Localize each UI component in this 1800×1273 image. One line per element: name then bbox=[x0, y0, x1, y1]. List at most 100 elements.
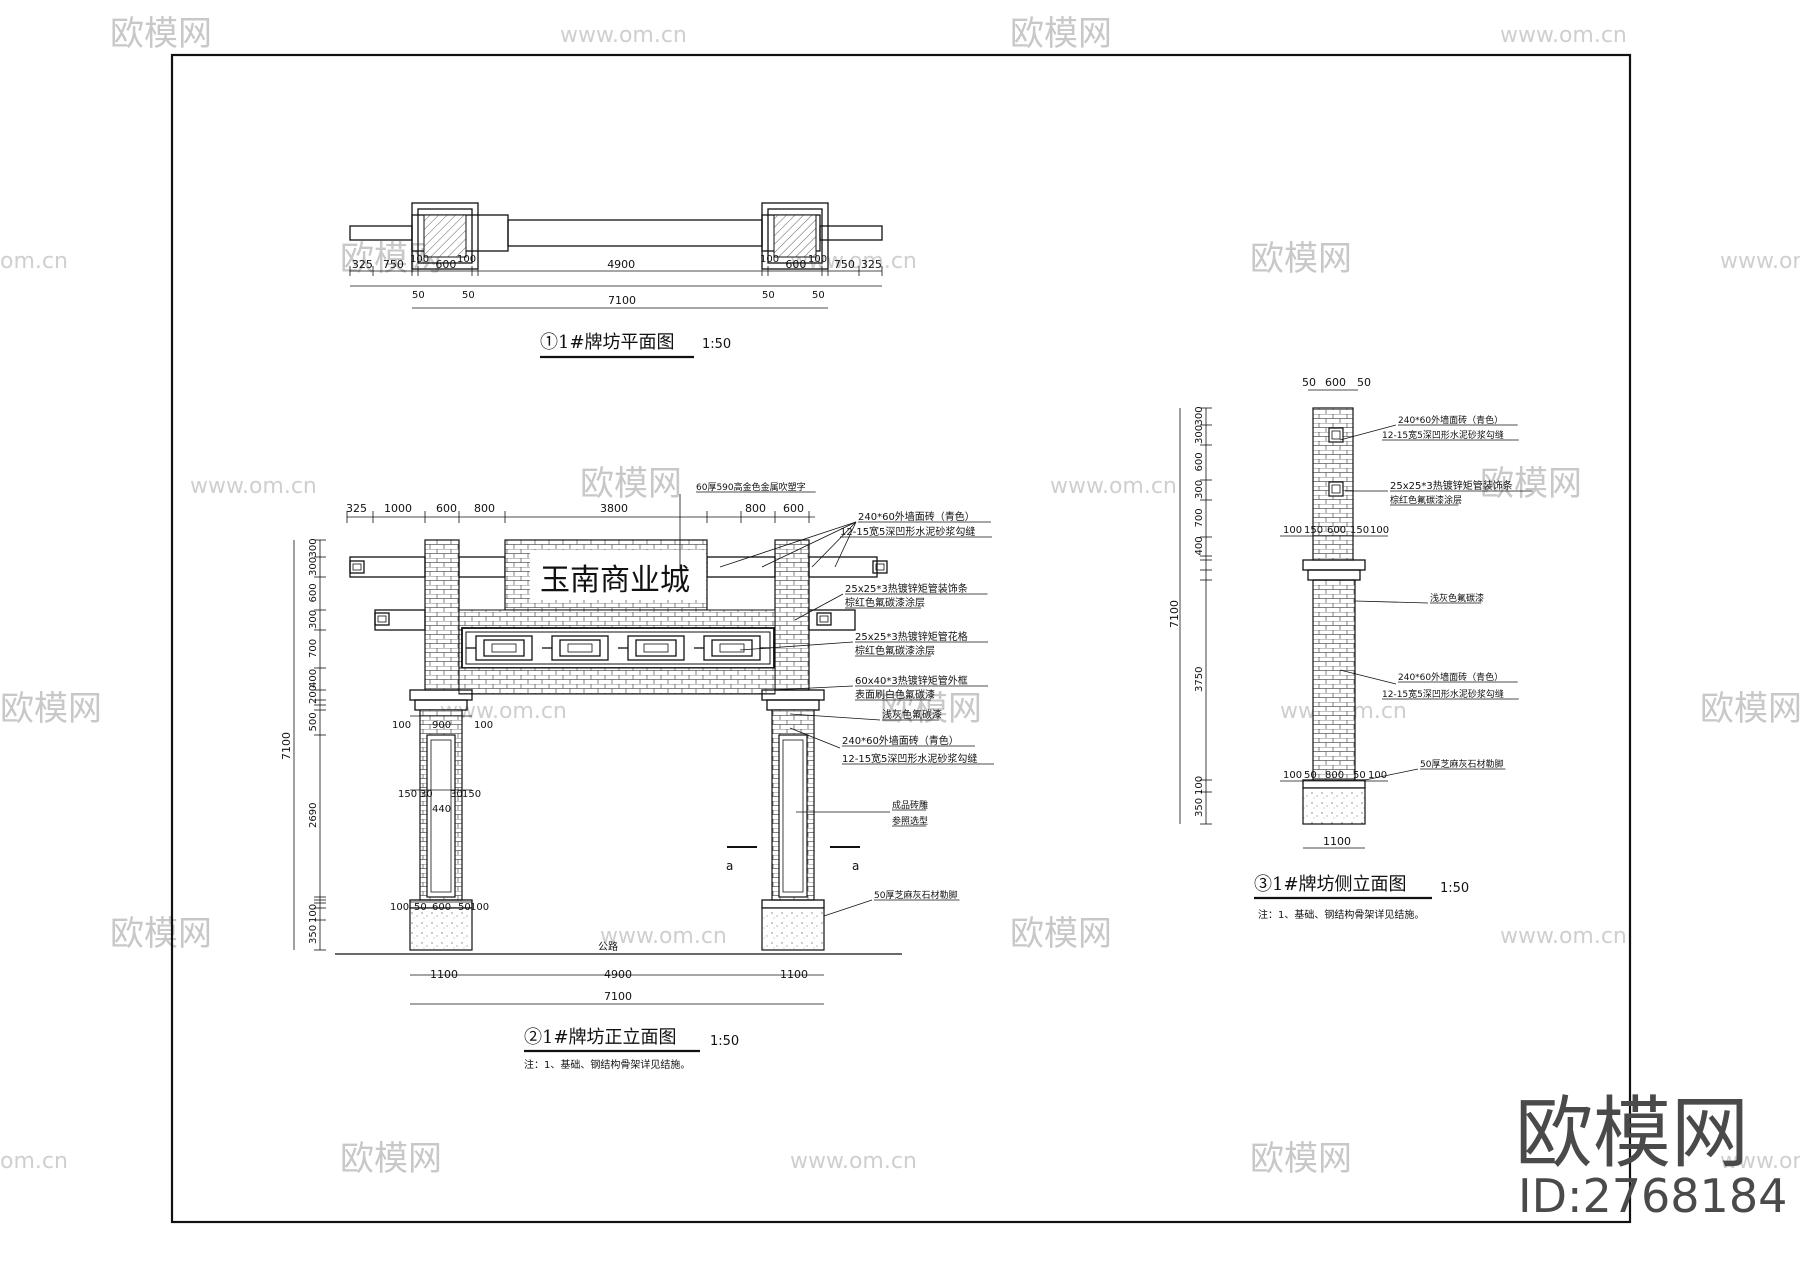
watermark-url: www.om.cn bbox=[1500, 23, 1627, 48]
side-scale: 1:50 bbox=[1440, 881, 1469, 896]
dim-label: 2690 bbox=[308, 803, 319, 828]
front-scale: 1:50 bbox=[710, 1034, 739, 1049]
brand-logo-text: 欧模网 bbox=[1515, 1089, 1749, 1179]
side-left-total: 7100 bbox=[1168, 600, 1181, 628]
dim-label: 150 bbox=[1304, 525, 1323, 536]
callout-text: 240*60外墙面砖（青色） bbox=[1398, 671, 1503, 683]
dim-label: 100 bbox=[308, 904, 319, 923]
dim-label: 1100 bbox=[780, 968, 808, 981]
dim-label: 100 bbox=[390, 902, 409, 913]
front-left-total: 7100 bbox=[280, 732, 293, 760]
front-upper-pillar-right bbox=[774, 539, 810, 691]
dim-label: 50 bbox=[812, 290, 825, 301]
callout-text: 成品砖雕 bbox=[892, 799, 928, 811]
callout-text: 60厚590高金色金属吹塑字 bbox=[696, 481, 806, 493]
watermark-brand: 欧模网 bbox=[1480, 464, 1582, 504]
watermark-url: www.om.cn bbox=[1720, 249, 1800, 274]
dim-label: 700 bbox=[1194, 508, 1205, 527]
front-lattice-panel bbox=[461, 627, 775, 669]
watermark-brand: 欧模网 bbox=[340, 1139, 442, 1179]
callout-text: 240*60外墙面砖（青色） bbox=[858, 510, 975, 523]
watermark-brand: 欧模网 bbox=[1700, 689, 1800, 729]
side-stone-base bbox=[1302, 787, 1366, 825]
side-lower-pillar bbox=[1312, 579, 1356, 781]
dim-label: 100 bbox=[410, 254, 429, 265]
dim-label: 300 bbox=[1194, 406, 1205, 425]
dim-label: 300 bbox=[1194, 425, 1205, 444]
dim-label: 50 bbox=[1302, 376, 1316, 389]
ground-label: 公路 bbox=[598, 940, 618, 953]
callout-text: 25x25*3热镀锌矩管装饰条 bbox=[1390, 479, 1513, 492]
dim-label: 750 bbox=[383, 258, 404, 271]
dim-label: 600 bbox=[783, 502, 804, 515]
dim-label: 325 bbox=[861, 258, 882, 271]
callout-text: 棕红色氟碳漆涂层 bbox=[845, 596, 925, 609]
plan-pillar-right bbox=[761, 202, 829, 270]
dim-label: 100 bbox=[392, 720, 411, 731]
dim-label: 100 bbox=[760, 254, 779, 265]
front-total-dim: 7100 bbox=[604, 990, 632, 1003]
dim-label: 3800 bbox=[600, 502, 628, 515]
dim-label: 600 bbox=[1325, 376, 1346, 389]
watermark-url: www.om.cn bbox=[790, 1149, 917, 1174]
plan-scale: 1:50 bbox=[702, 337, 731, 352]
watermark-url: om.cn bbox=[0, 1149, 68, 1174]
dim-label: 100 bbox=[457, 254, 476, 265]
front-stone-base-left bbox=[409, 907, 473, 951]
callout-text: 12-15宽5深凹形水泥砂浆勾缝 bbox=[840, 525, 975, 538]
callout-text: 12-15宽5深凹形水泥砂浆勾缝 bbox=[1382, 429, 1504, 441]
dim-label: 800 bbox=[1325, 770, 1344, 781]
dim-label: 350 bbox=[1194, 798, 1205, 817]
dim-label: 1000 bbox=[384, 502, 412, 515]
section-mark: a bbox=[852, 859, 859, 873]
plan-beam-end-left bbox=[349, 225, 413, 241]
dim-label: 600 bbox=[308, 583, 319, 602]
dim-label: 325 bbox=[352, 258, 373, 271]
watermark-brand: 欧模网 bbox=[1250, 239, 1352, 279]
callout-text: 12-15宽5深凹形水泥砂浆勾缝 bbox=[842, 752, 977, 765]
dim-label: 600 bbox=[785, 258, 806, 271]
callout-text: 表面刷白色氟碳漆 bbox=[855, 688, 935, 701]
watermark-brand: 欧模网 bbox=[1250, 1139, 1352, 1179]
plan-total-dim: 7100 bbox=[608, 294, 636, 307]
side-pillar-cap bbox=[1302, 559, 1366, 571]
watermark-brand: 欧模网 bbox=[0, 689, 102, 729]
front-top-beam-right bbox=[808, 556, 878, 578]
callout-text: 浅灰色氟碳漆 bbox=[1430, 592, 1484, 604]
front-brick-carving-right bbox=[778, 734, 808, 898]
callout-text: 浅灰色氟碳漆 bbox=[882, 708, 942, 721]
front-stone-base-right bbox=[761, 907, 825, 951]
callout-text: 50厚芝麻灰石材勒脚 bbox=[1420, 758, 1503, 770]
dim-label: 200 bbox=[308, 685, 319, 704]
callout-text: 60x40*3热镀锌矩管外框 bbox=[855, 674, 968, 687]
dim-label: 50 bbox=[462, 290, 475, 301]
callout-text: 棕红色氟碳漆涂层 bbox=[1390, 494, 1462, 506]
watermark-brand: 欧模网 bbox=[880, 689, 982, 729]
dim-label: 300 bbox=[1194, 480, 1205, 499]
dim-label: 800 bbox=[745, 502, 766, 515]
watermark-layer: 欧模网 www.om.cn 欧模网 www.om.cn om.cn 欧模网 ww… bbox=[0, 14, 1800, 1179]
callout-text: 240*60外墙面砖（青色） bbox=[1398, 414, 1503, 426]
front-upper-pillar-left bbox=[424, 539, 460, 691]
dim-label: 150 bbox=[398, 789, 417, 800]
dim-label: 600 bbox=[1327, 525, 1346, 536]
watermark-brand: 欧模网 bbox=[110, 14, 212, 54]
dim-label: 4900 bbox=[604, 968, 632, 981]
dim-label: 100 bbox=[1283, 525, 1302, 536]
dim-label: 1100 bbox=[1323, 835, 1351, 848]
callout-text: 25x25*3热镀锌矩管花格 bbox=[855, 630, 968, 643]
watermark-brand: 欧模网 bbox=[110, 914, 212, 954]
side-callouts: 240*60外墙面砖（青色） 12-15宽5深凹形水泥砂浆勾缝 25x25*3热镀锌… bbox=[1339, 414, 1533, 781]
watermark-url: www.om.cn bbox=[600, 924, 727, 949]
dim-label: 600 bbox=[435, 258, 456, 271]
dim-label: 900 bbox=[432, 720, 451, 731]
watermark-url: www.om.cn bbox=[560, 23, 687, 48]
dim-label: 500 bbox=[308, 712, 319, 731]
